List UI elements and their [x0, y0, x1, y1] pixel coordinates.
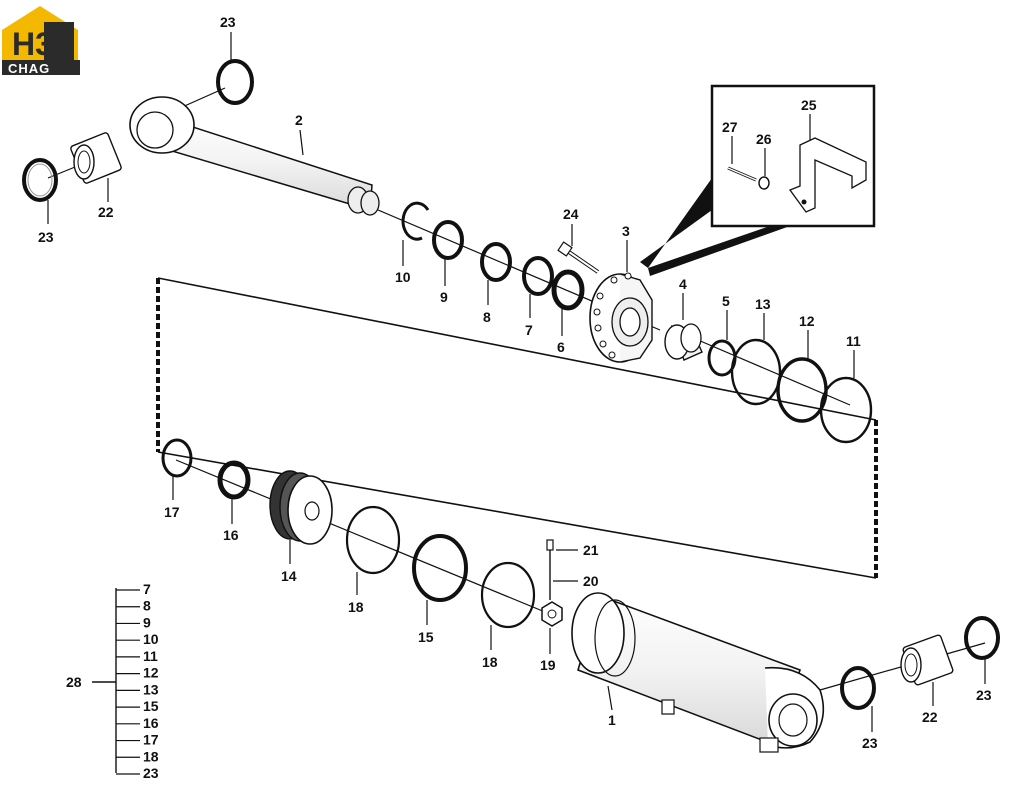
seal-10 [401, 201, 430, 241]
callout-23: 23 [976, 687, 992, 703]
kit-item-15: 15 [143, 698, 159, 714]
callout-23: 23 [862, 735, 878, 751]
cylinder-barrel [571, 592, 825, 753]
callout-24: 24 [563, 206, 579, 222]
seal-6 [551, 269, 585, 311]
lock-nut-19 [541, 601, 563, 627]
callout-5: 5 [722, 293, 730, 309]
callout-25: 25 [801, 97, 817, 113]
callout-9: 9 [440, 289, 448, 305]
callout-23: 23 [220, 14, 236, 30]
kit-item-13: 13 [143, 681, 159, 697]
callout-17: 17 [164, 504, 180, 520]
callout-18: 18 [348, 599, 364, 615]
spherical-bearing-left [70, 132, 122, 184]
dashed-connector [156, 277, 878, 579]
callout-3: 3 [622, 223, 630, 239]
callout-6: 6 [557, 339, 565, 355]
callout-labels: 23 23 22 2 10 9 8 7 6 24 3 4 5 13 12 11 … [38, 14, 992, 751]
kit-item-8: 8 [143, 598, 151, 614]
callout-7: 7 [525, 322, 533, 338]
callout-16: 16 [223, 527, 239, 543]
callout-11: 11 [846, 333, 861, 349]
seal-11 [819, 376, 873, 444]
cotter-pin-20-21 [546, 539, 554, 600]
callout-14: 14 [281, 568, 297, 584]
brand-logo: H3 CHAG [2, 6, 80, 76]
seal-17 [161, 438, 193, 478]
spherical-bearing-right [900, 634, 954, 686]
bolt-24 [557, 241, 600, 274]
kit-label: 28 [66, 674, 82, 690]
callout-21: 21 [583, 542, 599, 558]
callout-22: 22 [98, 204, 114, 220]
logo-mark: H3 [12, 26, 53, 62]
callout-8: 8 [483, 309, 491, 325]
piston-rod [129, 96, 380, 216]
callout-23: 23 [38, 229, 54, 245]
callout-18: 18 [482, 654, 498, 670]
callout-12: 12 [799, 313, 815, 329]
callout-19: 19 [540, 657, 556, 673]
kit-item-7: 7 [143, 581, 151, 597]
callout-2: 2 [295, 112, 303, 128]
gland-head [589, 272, 653, 363]
callout-13: 13 [755, 296, 771, 312]
piston [269, 470, 333, 545]
detail-inset [640, 84, 876, 276]
callout-20: 20 [583, 573, 599, 589]
seal-9 [432, 220, 464, 260]
seal-12 [776, 357, 828, 423]
callout-22: 22 [922, 709, 938, 725]
kit-item-16: 16 [143, 715, 159, 731]
bushing-4 [664, 323, 703, 361]
seal-8 [480, 242, 512, 282]
leader-lines [47, 32, 986, 732]
kit-item-9: 9 [143, 614, 151, 630]
kit-item-17: 17 [143, 732, 159, 748]
seal-15 [412, 534, 468, 602]
seal-7 [522, 256, 554, 296]
kit-item-12: 12 [143, 665, 159, 681]
seal-16 [217, 460, 251, 500]
callout-26: 26 [756, 131, 772, 147]
logo-word: CHAG [8, 61, 50, 76]
snap-ring-23-top [216, 59, 254, 105]
snap-ring-23-right-outer [964, 616, 1000, 660]
wear-ring-18-left [345, 505, 401, 575]
wear-ring-18-right [480, 561, 536, 629]
kit-item-10: 10 [143, 631, 159, 647]
seal-13 [730, 338, 782, 406]
callout-27: 27 [722, 119, 738, 135]
kit-item-18: 18 [143, 748, 159, 764]
snap-ring-23-right-inner [840, 666, 876, 710]
kit-item-23: 23 [143, 765, 159, 781]
callout-1: 1 [608, 712, 616, 728]
snap-ring-23-left [22, 158, 58, 202]
callout-15: 15 [418, 629, 434, 645]
callout-4: 4 [679, 276, 687, 292]
kit-item-11: 11 [143, 648, 158, 664]
callout-10: 10 [395, 269, 411, 285]
